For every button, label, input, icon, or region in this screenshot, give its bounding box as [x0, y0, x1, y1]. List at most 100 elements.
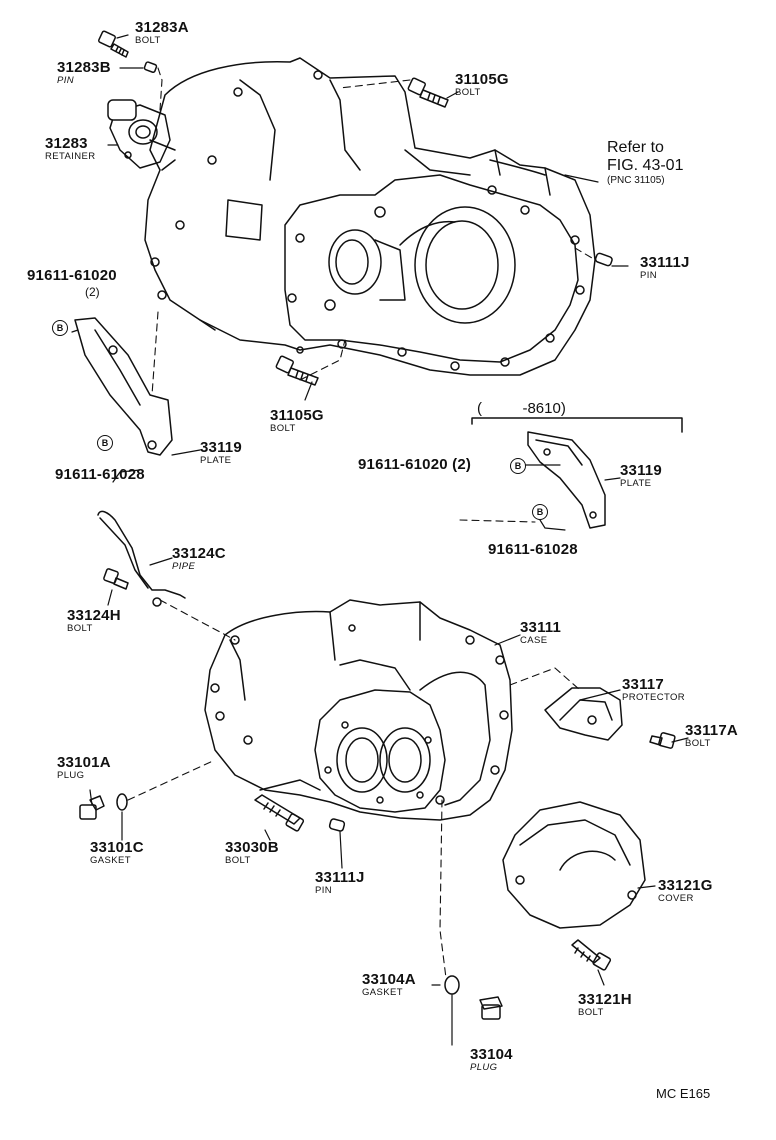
- part-number: 91611-61028: [488, 541, 578, 558]
- part-name: BOLT: [270, 423, 296, 434]
- part-number: 33121G: [658, 877, 713, 894]
- bolt-33124h: [103, 568, 129, 590]
- label-33111j-upper: 33111J PIN: [640, 255, 690, 281]
- part-number: 31283B: [57, 59, 111, 76]
- label-33121h: 33121H BOLT: [578, 992, 632, 1018]
- part-number: 33119: [620, 462, 662, 479]
- label-33119-right: 33119 PLATE: [620, 463, 662, 489]
- gasket-33101c: [116, 793, 128, 811]
- label-33124h: 33124H BOLT: [67, 608, 121, 634]
- cover-33121g: [502, 801, 646, 929]
- pipe-33124c: [97, 510, 186, 607]
- bolt-31283a: [98, 30, 129, 58]
- part-name: BOLT: [225, 855, 251, 866]
- part-name: RETAINER: [45, 151, 96, 162]
- part-number: 33117: [622, 676, 664, 693]
- label-33030b: 33030B BOLT: [225, 840, 279, 866]
- reference-line3: (PNC 31105): [607, 175, 665, 186]
- part-number: 33111J: [640, 254, 690, 271]
- part-number: 33030B: [225, 839, 279, 856]
- transaxle-case: [204, 599, 513, 821]
- pin-33111j-upper: [594, 252, 613, 267]
- part-number: 33124C: [172, 545, 226, 562]
- part-number: 33124H: [67, 607, 121, 624]
- bolt-31105g-lower: [275, 355, 319, 386]
- part-number: 33117A: [685, 722, 738, 739]
- label-33117: 33117 PROTECTOR: [622, 677, 685, 703]
- part-name: PROTECTOR: [622, 692, 686, 703]
- part-number: 33101A: [57, 754, 111, 771]
- part-number: 33121H: [578, 991, 632, 1008]
- plate-33119-right: [527, 431, 606, 529]
- retainer-part: [107, 99, 171, 169]
- part-name: BOLT: [578, 1007, 604, 1018]
- bolt-33030b: [254, 794, 305, 832]
- date-range-open: (: [477, 400, 482, 417]
- part-name: PLATE: [620, 478, 652, 489]
- part-name: COVER: [658, 893, 694, 904]
- plate-33119-left: [74, 317, 173, 456]
- leader-lines: [71, 34, 689, 1046]
- pin-31283b: [143, 61, 158, 73]
- reference-line2: FIG. 43-01: [607, 157, 684, 174]
- bolt-marker-b: B: [510, 458, 526, 474]
- label-33124c: 33124C PIPE: [172, 546, 226, 572]
- part-name: BOLT: [67, 623, 93, 634]
- label-91611-61028-right: 91611-61028: [488, 542, 578, 557]
- part-number: 33111J: [315, 869, 365, 886]
- part-number: 31283A: [135, 19, 189, 36]
- part-name: BOLT: [135, 35, 161, 46]
- part-name: BOLT: [455, 87, 481, 98]
- part-number: 33104: [470, 1046, 513, 1063]
- label-91611-61020-left: 91611-61020 (2): [27, 268, 117, 298]
- plug-33104: [479, 996, 503, 1020]
- part-number: 31105G: [455, 71, 509, 88]
- part-number: 33104A: [362, 971, 416, 988]
- bolt-33117a: [649, 732, 676, 749]
- label-33111: 33111 CASE: [520, 620, 561, 646]
- gasket-33104a: [444, 975, 460, 995]
- bolt-33121h: [571, 939, 612, 971]
- footer-code: MC E165: [656, 1086, 711, 1101]
- part-name: CASE: [520, 635, 548, 646]
- transaxle-housing: [144, 57, 596, 376]
- date-range-bracket: [471, 417, 683, 433]
- label-33119-left: 33119 PLATE: [200, 440, 242, 466]
- part-name: GASKET: [90, 855, 131, 866]
- date-range: ( -8610): [477, 401, 566, 417]
- part-name: BOLT: [685, 738, 711, 749]
- bolt-31105g-upper: [407, 77, 449, 108]
- bolt-marker-b: B: [532, 504, 548, 520]
- part-number: 91611-61020: [27, 267, 117, 284]
- alignment-lines: [127, 67, 593, 979]
- protector-33117: [544, 687, 623, 741]
- bolt-marker-b: B: [52, 320, 68, 336]
- label-33101c: 33101C GASKET: [90, 840, 144, 866]
- part-name: PLUG: [57, 770, 85, 781]
- label-31283a: 31283A BOLT: [135, 20, 189, 46]
- label-33104: 33104 PLUG: [470, 1047, 513, 1073]
- part-name: PIN: [640, 270, 658, 281]
- part-number: 91611-61020 (2): [358, 456, 472, 473]
- date-range-text: -8610): [522, 400, 566, 417]
- part-name: PIPE: [172, 561, 196, 572]
- part-name: GASKET: [362, 987, 403, 998]
- part-name: PIN: [57, 75, 75, 86]
- part-number: 31283: [45, 135, 88, 152]
- part-number: 33101C: [90, 839, 144, 856]
- label-33104a: 33104A GASKET: [362, 972, 416, 998]
- label-33111j-lower: 33111J PIN: [315, 870, 365, 896]
- part-number: 33119: [200, 439, 242, 456]
- label-31283: 31283 RETAINER: [45, 136, 96, 162]
- label-31105g-upper: 31105G BOLT: [455, 72, 509, 98]
- label-33101a: 33101A PLUG: [57, 755, 111, 781]
- part-name: PLUG: [470, 1062, 498, 1073]
- label-33121g: 33121G COVER: [658, 878, 713, 904]
- part-name: PIN: [315, 885, 333, 896]
- bolt-marker-b: B: [97, 435, 113, 451]
- part-quantity: (2): [85, 285, 100, 299]
- part-number: 31105G: [270, 407, 324, 424]
- label-31283b: 31283B PIN: [57, 60, 111, 86]
- label-91611-61028-left: 91611-61028: [55, 467, 145, 482]
